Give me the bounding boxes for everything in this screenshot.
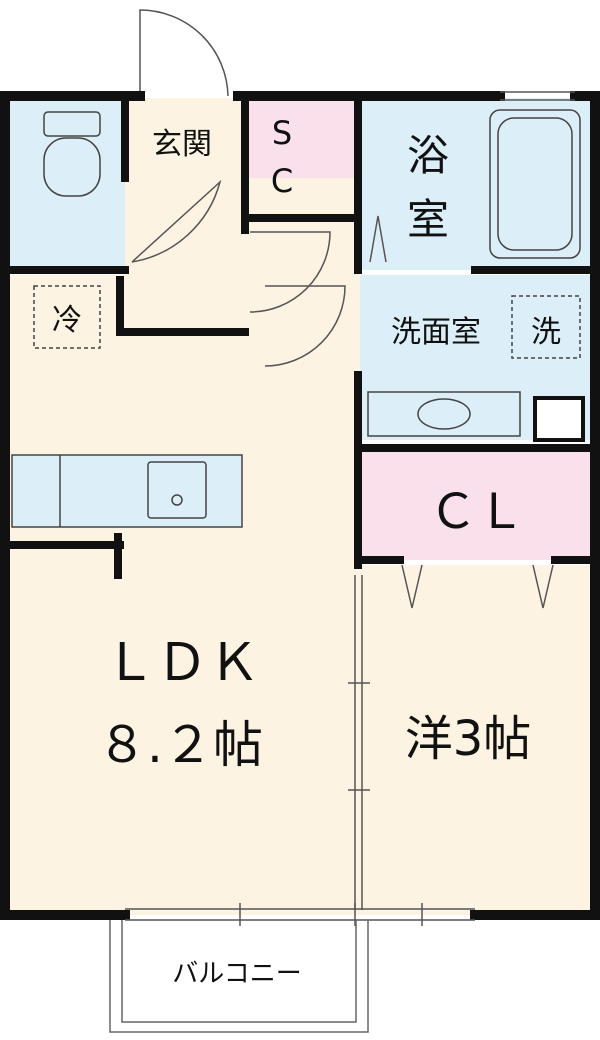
sliding-partitions (125, 91, 575, 926)
toilet-tank-icon (43, 111, 101, 137)
walls (0, 91, 600, 920)
closet-door-right-icon (532, 564, 554, 609)
fridge-label: 冷 (52, 303, 82, 338)
wash-bowl-icon (417, 398, 471, 430)
balcony-label: バルコニー (172, 959, 301, 989)
shoe-closet-label-top: S (272, 114, 292, 152)
western-room-floor (360, 565, 590, 915)
closet-door-left-icon (401, 564, 423, 609)
pipe-space-icon (533, 396, 585, 442)
front-door-swing-icon (139, 9, 229, 97)
closet-label: ＣＬ (429, 484, 525, 540)
kitchen-counter-icon (11, 454, 243, 528)
inner-door-swing-icon (249, 231, 331, 313)
hall-door-swing-icon (264, 285, 346, 367)
entrance-label: 玄関 (152, 127, 212, 162)
door-swings (131, 9, 554, 609)
closet-floor (360, 452, 590, 560)
bathtub-inner-icon (497, 117, 573, 251)
entrance-floor (125, 98, 245, 178)
room-labels: 玄関 S C 浴 室 冷 洗面室 洗 ＣＬ ＬＤＫ ８.２帖 洋3帖 バルコニー (52, 114, 561, 989)
kitchen-sink-icon (147, 461, 207, 519)
bath-label-top: 浴 (407, 131, 449, 180)
washroom-label: 洗面室 (391, 315, 481, 350)
balcony (109, 920, 369, 1033)
bath-label-bottom: 室 (407, 195, 449, 244)
ldk-size-label: ８.２帖 (97, 716, 263, 774)
western-room-label: 洋3帖 (405, 711, 532, 767)
ldk-floor (10, 275, 360, 915)
shoe-closet-label-bottom: C (271, 162, 293, 200)
fixtures (11, 109, 585, 528)
ldk-name-label: ＬＤＫ (104, 633, 260, 693)
entrance-door-swing-icon (131, 179, 222, 263)
washer-label: 洗 (531, 315, 561, 350)
washer-space-icon (511, 295, 581, 359)
toilet-bowl-icon (43, 137, 101, 197)
kitchen-drain-icon (171, 494, 183, 506)
fridge-space-icon (33, 285, 101, 349)
bath-door-icon (369, 215, 387, 263)
bathtub-icon (489, 109, 581, 259)
